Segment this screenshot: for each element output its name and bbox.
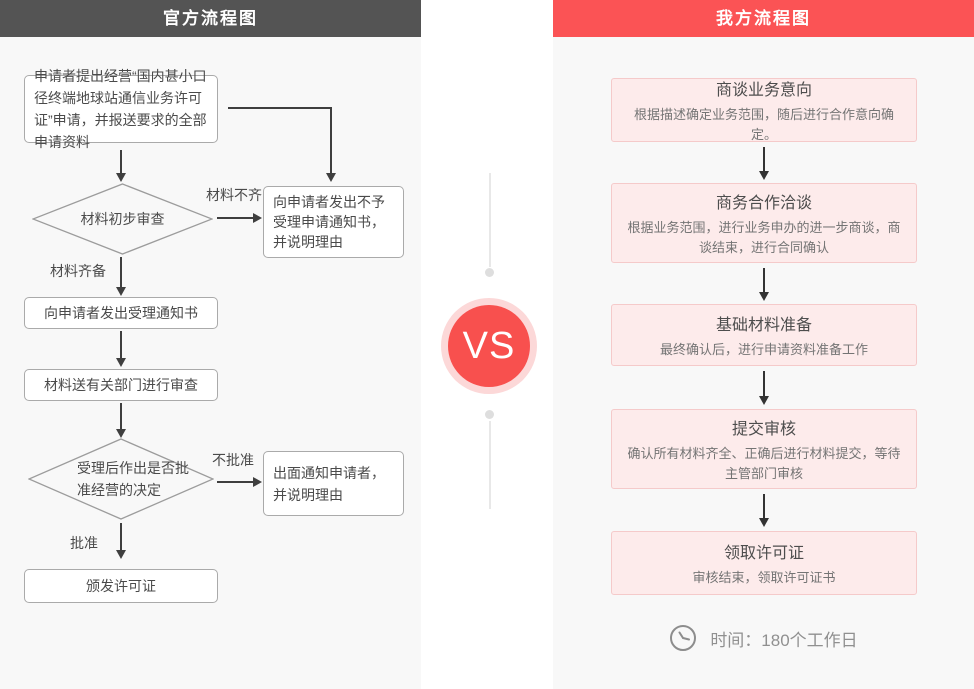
issue-license-node: 颁发许可证 (24, 569, 218, 603)
decision-node-text: 材料初步审查 (80, 211, 165, 227)
flow-step-1: 商谈业务意向 根据描述确定业务范围，随后进行合作意向确定。 (611, 78, 917, 142)
department-review-text: 材料送有关部门进行审查 (44, 377, 198, 393)
start-node: 申请者提出经营“国内甚小口径终端地球站通信业务许可证”申请，并报送要求的全部申请… (24, 68, 218, 150)
step-desc: 确认所有材料齐全、正确后进行材料提交，等待主管部门审核 (627, 445, 901, 481)
arrow-down-icon (116, 523, 126, 559)
vs-label: VS (462, 324, 516, 367)
flow-step-4: 提交审核 确认所有材料齐全、正确后进行材料提交，等待主管部门审核 (611, 409, 917, 489)
vs-badge: VS (441, 298, 537, 394)
arrow-down-icon (759, 147, 769, 180)
duration-note: 时间：180个工作日 (553, 618, 974, 658)
divider-dot-bottom (485, 410, 494, 419)
accept-notice-text: 向申请者发出受理通知书 (44, 305, 198, 321)
arrow-right-icon (217, 477, 262, 487)
branch-label-not-approved: 不批准 (212, 452, 254, 468)
diamond-shape (28, 438, 214, 520)
branch-label-approved: 批准 (70, 535, 98, 551)
divider-dot-top (485, 268, 494, 277)
step-desc: 审核结束，领取许可证书 (692, 569, 836, 585)
step-title: 商谈业务意向 (715, 81, 812, 99)
elbow-connector-arrow-icon (326, 107, 336, 182)
step-title: 领取许可证 (723, 544, 804, 562)
reject-node-2-text: 出面通知申请者，并说明理由 (273, 464, 385, 503)
arrow-down-icon (116, 331, 126, 367)
decision-node-approval: 受理后作出是否批准经营的决定 (28, 438, 214, 520)
arrow-right-icon (217, 213, 262, 223)
our-panel-title: 我方流程图 (553, 0, 974, 37)
divider-line-top (489, 173, 491, 267)
arrow-down-icon (116, 150, 126, 182)
reject-node-2: 出面通知申请者，并说明理由 (263, 451, 404, 516)
step-desc: 根据描述确定业务范围，随后进行合作意向确定。 (633, 106, 894, 142)
official-panel-title: 官方流程图 (0, 0, 421, 37)
decision-node-initial-review: 材料初步审查 (32, 183, 213, 255)
vs-circle: VS (448, 305, 530, 387)
arrow-down-icon (759, 268, 769, 301)
step-title: 基础材料准备 (715, 316, 812, 334)
divider-line-bottom (489, 421, 491, 509)
accept-notice-node: 向申请者发出受理通知书 (24, 297, 218, 329)
step-desc: 最终确认后，进行申请资料准备工作 (659, 341, 868, 357)
elbow-connector-horizontal (228, 107, 332, 109)
arrow-down-icon (759, 494, 769, 527)
arrow-down-icon (116, 257, 126, 296)
flow-step-5: 领取许可证 审核结束，领取许可证书 (611, 531, 917, 595)
our-flow-panel: 我方流程图 商谈业务意向 根据描述确定业务范围，随后进行合作意向确定。 商务合作… (553, 0, 974, 689)
department-review-node: 材料送有关部门进行审查 (24, 369, 218, 401)
branch-label-incomplete: 材料不齐 (206, 187, 262, 203)
reject-node-1-text: 向申请者发出不予受理申请通知书，并说明理由 (273, 194, 385, 250)
duration-text: 时间：180个工作日 (710, 630, 858, 650)
step-title: 提交审核 (731, 420, 796, 438)
step-desc: 根据业务范围，进行业务申办的进一步商谈，商谈结束，进行合同确认 (627, 219, 901, 255)
decision-node-text: 受理后作出是否批准经营的决定 (77, 460, 189, 498)
step-title: 商务合作洽谈 (715, 194, 812, 212)
start-node-text: 申请者提出经营“国内甚小口径终端地球站通信业务许可证”申请，并报送要求的全部申请… (34, 68, 207, 150)
official-flow-panel: 官方流程图 申请者提出经营“国内甚小口径终端地球站通信业务许可证”申请，并报送要… (0, 0, 421, 689)
diamond-shape (32, 183, 213, 255)
reject-node-1: 向申请者发出不予受理申请通知书，并说明理由 (263, 186, 404, 258)
flow-step-3: 基础材料准备 最终确认后，进行申请资料准备工作 (611, 304, 917, 366)
arrow-down-icon (116, 403, 126, 438)
branch-label-complete: 材料齐备 (50, 263, 106, 279)
issue-license-text: 颁发许可证 (86, 578, 156, 594)
clock-icon (670, 625, 697, 651)
arrow-down-icon (759, 371, 769, 405)
flow-step-2: 商务合作洽谈 根据业务范围，进行业务申办的进一步商谈，商谈结束，进行合同确认 (611, 183, 917, 263)
